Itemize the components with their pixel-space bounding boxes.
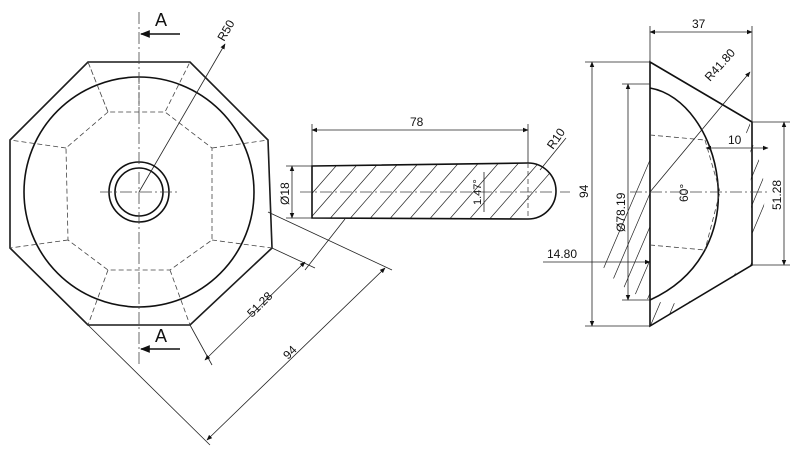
dim-handle-length: 78 [410,115,424,129]
section-label-bottom: A [155,326,167,346]
dim-bowl-inner-diameter: Ø78.19 [614,192,628,232]
dim-front-across: 94 [280,343,300,363]
r50-leader [138,43,226,193]
dim-bowl-base: 14.80 [547,247,577,261]
dim-94-ext-b [87,324,211,446]
dim-94-ext-a [267,211,393,271]
handle-leader [304,218,346,271]
dim-bowl-height: 94 [577,184,591,198]
dim-handle-diameter: Ø18 [278,182,292,205]
octagon-outline [9,61,273,326]
bowl-outline [649,60,753,328]
dim-front-flat: 51.28 [244,289,275,320]
handle-outline [311,162,557,220]
dim-51-ext-a [271,247,316,269]
bowl-hidden-edges [649,134,721,251]
dim-handle-taper: 1.47° [472,179,484,205]
dim-bowl-angle: 60° [677,184,691,202]
bowl-cavity [649,87,719,301]
section-label-top: A [155,10,167,30]
dim-bowl-offset: 10 [728,133,742,147]
dim-r50: R50 [214,17,237,43]
dim-51-ext-b [189,324,213,366]
dim-bowl-flat: 51.28 [770,180,784,210]
dim-bowl-depth: 37 [692,17,706,31]
r41-leader [649,71,751,193]
dim-bowl-radius: R41.80 [702,46,739,84]
front-view: A A R50 51.28 94 [9,10,393,446]
dim-94-line [206,267,386,441]
r10-leader [539,137,567,171]
dim-handle-tip-radius: R10 [544,125,568,151]
handle-view: 78 Ø18 1.47° R10 [278,115,570,271]
hidden-facets [9,61,273,326]
bowl-view: 37 R41.80 10 94 Ø78.19 60° 51.28 14.80 [543,17,790,328]
